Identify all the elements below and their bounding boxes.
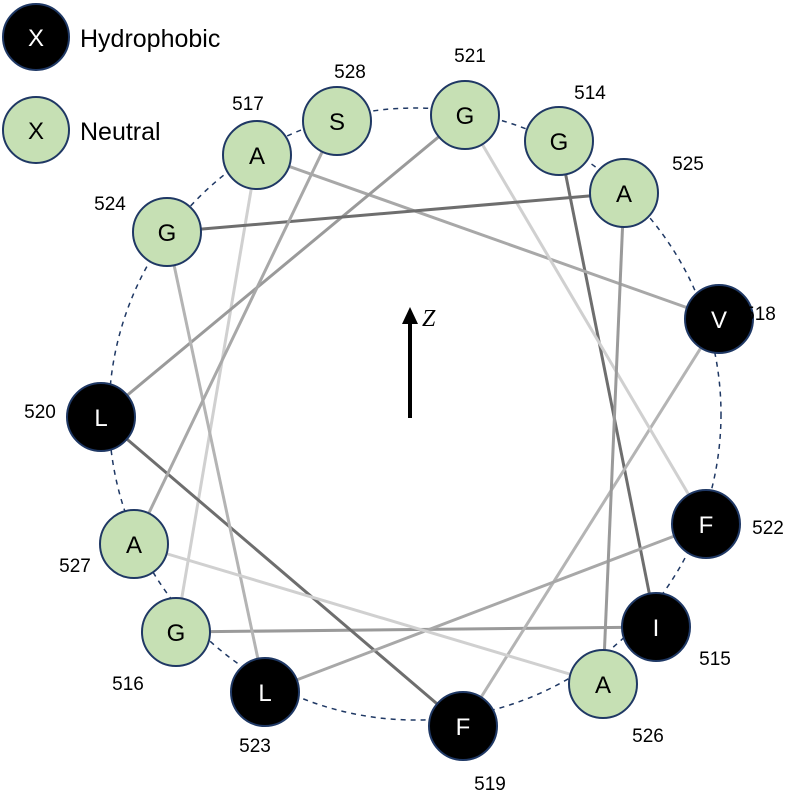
legend-neutral-swatch [2,96,70,164]
legend-neutral: X Neutral [2,96,161,164]
residue-528-circle [302,86,372,156]
residue-523-number: 523 [239,736,271,757]
residue-526-circle [568,649,638,719]
residue-517-number: 517 [232,94,264,115]
residue-522-letter: F [699,512,714,539]
residue-525-letter: A [616,181,632,208]
residue-520-circle [66,382,136,452]
residue-523-circle [230,657,300,727]
residue-514-circle [524,106,594,176]
residue-521-circle [430,80,500,150]
residue-519-circle [428,691,498,761]
residue-520-letter: L [94,405,107,432]
residue-516: G 516 [112,597,211,695]
residue-519: F 519 [428,691,506,795]
residue-516-number: 516 [112,674,144,695]
connection-523-524 [165,231,267,693]
connection-518-519 [461,318,721,727]
residue-518-number: 518 [744,304,776,325]
residue-527-number: 527 [59,556,91,577]
residue-514-number: 514 [574,83,606,104]
residue-517: A 517 [222,94,292,190]
connection-526-527 [133,542,604,686]
residue-528: S 528 [302,62,372,156]
residue-514: G 514 [524,83,606,176]
residue-516-letter: G [167,620,186,647]
legend-neutral-label: Neutral [80,118,161,146]
residue-522-circle [671,489,741,559]
residue-528-number: 528 [334,62,366,83]
axis-arrowhead [402,307,418,324]
residue-518: V 518 [684,284,776,354]
legend-hydrophobic-symbol: X [28,25,44,52]
residue-519-number: 519 [474,774,506,795]
connection-527-528 [132,120,339,545]
residue-525-circle [589,158,659,228]
residue-527-circle [99,509,169,579]
connection-514-515 [557,140,658,628]
residue-518-circle [684,284,754,354]
legend-hydrophobic-label: Hydrophobic [80,25,220,53]
residue-526: A 526 [568,649,664,747]
residue-525: A 525 [589,154,704,228]
residue-526-number: 526 [632,726,664,747]
connection-516-517 [174,154,259,633]
residue-523: L 523 [230,657,300,757]
residue-524-circle [132,197,202,267]
residue-526-letter: A [595,672,611,699]
helix-axis: Z [402,306,436,418]
residue-515-circle [621,592,691,662]
connection-520-521 [100,113,466,419]
residue-524-letter: G [158,220,177,247]
residue-connections [100,113,721,728]
connection-521-522 [463,114,708,525]
residue-515: I 515 [621,592,731,670]
residue-523-letter: L [258,680,271,707]
legend: X Hydrophobic X Neutral [2,3,220,164]
residue-514-letter: G [550,129,569,156]
residue-518-letter: V [711,307,727,334]
legend-neutral-symbol: X [28,118,44,145]
residue-517-circle [222,120,292,190]
residue-519-letter: F [456,714,471,741]
residue-528-letter: S [329,109,345,136]
residue-515-number: 515 [699,649,731,670]
residue-517-letter: A [249,143,265,170]
residue-527-letter: A [126,532,142,559]
residue-515-letter: I [653,615,660,642]
legend-hydrophobic: X Hydrophobic [2,3,220,71]
axis-label: Z [422,306,436,332]
residue-520: L 520 [24,382,136,452]
residue-521: G 521 [430,46,500,150]
residue-522-number: 522 [752,518,784,539]
connection-519-520 [100,415,464,728]
residue-524-number: 524 [94,194,126,215]
residue-527: A 527 [59,509,169,579]
residue-521-number: 521 [454,46,486,67]
residue-520-number: 520 [24,402,56,423]
legend-hydrophobic-swatch [2,3,70,71]
connection-522-523 [264,522,707,694]
connection-525-526 [601,192,626,685]
residue-522: F 522 [671,489,784,559]
connection-524-525 [166,191,625,234]
residue-525-number: 525 [672,154,704,175]
residue-524: G 524 [94,194,202,267]
connection-517-518 [256,153,720,321]
residue-521-letter: G [456,103,475,130]
residue-516-circle [141,597,211,667]
